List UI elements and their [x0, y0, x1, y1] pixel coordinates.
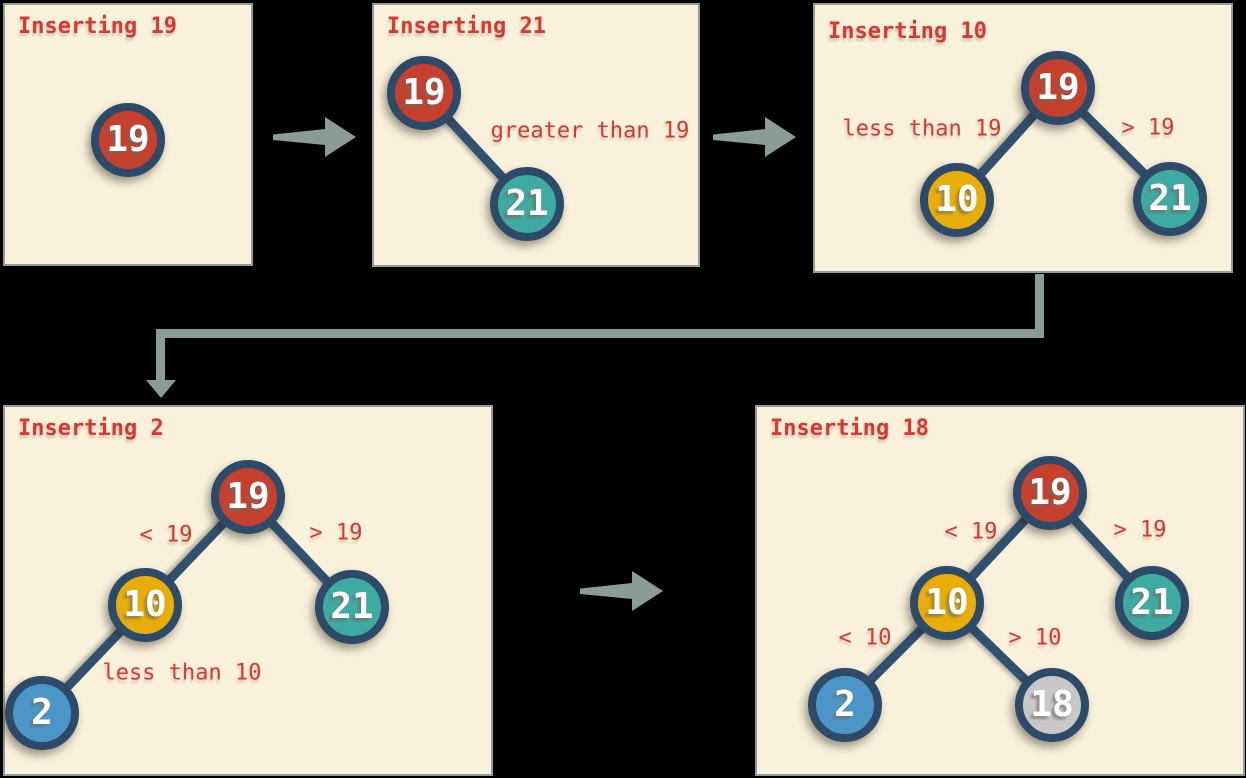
tree-node-19: 19	[1013, 456, 1087, 530]
tree-node-19: 19	[1021, 51, 1095, 125]
edge-label: < 10	[838, 625, 892, 651]
panel-title: Inserting 21	[387, 14, 546, 39]
tree-node-value: 19	[1036, 67, 1080, 108]
tree-node-value: 2	[31, 692, 53, 733]
edge-label: greater than 19	[490, 118, 690, 144]
arrow-right-icon	[273, 117, 356, 157]
arrow-right-icon	[580, 571, 663, 611]
tree-node-2: 2	[808, 668, 882, 742]
tree-node-value: 10	[925, 582, 969, 623]
edge-label: < 19	[944, 519, 998, 545]
tree-node-19: 19	[387, 56, 461, 130]
tree-node-21: 21	[1115, 566, 1189, 640]
panel-title: Inserting 18	[770, 416, 929, 441]
edge-label: less than 19	[842, 116, 1002, 142]
tree-node-value: 19	[1028, 472, 1072, 513]
elbow-connector-segment	[156, 329, 1044, 338]
panel-title: Inserting 2	[18, 416, 164, 441]
tree-node-10: 10	[108, 568, 182, 642]
tree-node-value: 18	[1030, 684, 1074, 725]
elbow-connector-segment	[1035, 274, 1044, 334]
panel-title: Inserting 10	[828, 19, 987, 44]
edge-label: > 19	[1121, 115, 1175, 141]
tree-node-21: 21	[315, 570, 389, 644]
panel-title: Inserting 19	[18, 14, 177, 39]
tree-node-10: 10	[910, 566, 984, 640]
edge-label: less than 10	[102, 660, 262, 686]
elbow-connector-segment	[156, 329, 165, 383]
arrow-down-icon	[146, 380, 176, 398]
tree-node-19: 19	[91, 103, 165, 177]
tree-node-10: 10	[920, 163, 994, 237]
tree-node-value: 19	[106, 119, 150, 160]
panel-inserting-19: Inserting 19	[3, 3, 253, 266]
tree-node-21: 21	[490, 167, 564, 241]
tree-node-value: 21	[1130, 582, 1174, 623]
edge-label: > 10	[1008, 625, 1062, 651]
tree-node-value: 21	[1148, 178, 1192, 219]
edge-label: < 19	[139, 522, 193, 548]
tree-node-value: 19	[226, 476, 270, 517]
tree-node-18: 18	[1015, 668, 1089, 742]
tree-node-2: 2	[5, 676, 79, 750]
arrow-right-icon	[713, 117, 796, 157]
tree-node-value: 19	[402, 72, 446, 113]
tree-node-value: 21	[505, 183, 549, 224]
tree-node-value: 2	[834, 684, 856, 725]
edge-label: > 19	[309, 520, 363, 546]
tree-node-19: 19	[211, 460, 285, 534]
tree-node-21: 21	[1133, 162, 1207, 236]
tree-node-value: 10	[123, 584, 167, 625]
tree-node-value: 10	[935, 179, 979, 220]
edge-label: > 19	[1113, 517, 1167, 543]
tree-node-value: 21	[330, 586, 374, 627]
